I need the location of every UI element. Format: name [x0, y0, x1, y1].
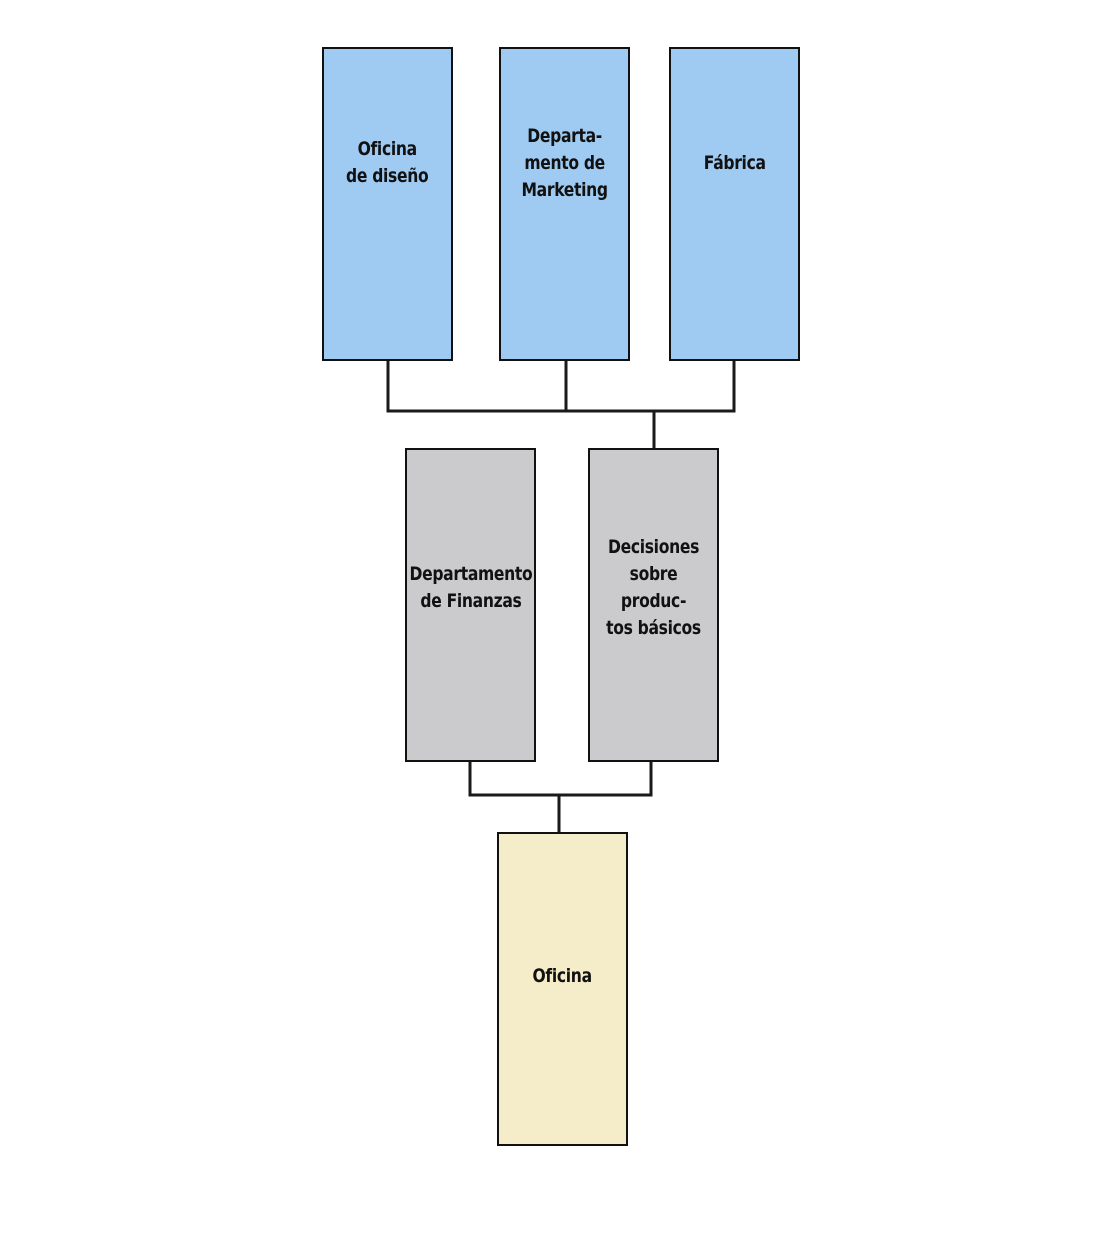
office-box: Oficina	[497, 832, 628, 1146]
design-office-box: Oficina de diseño	[322, 47, 453, 361]
factory-box: Fábrica	[669, 47, 800, 361]
marketing-department-label: Departa- mento de Marketing	[521, 124, 608, 201]
basic-product-decisions-box: Decisiones sobre produc- tos básicos	[588, 448, 719, 762]
finance-department-box: Departamento de Finanzas	[405, 448, 536, 762]
basic-product-decisions-label: Decisiones sobre produc- tos básicos	[606, 536, 701, 639]
design-office-label: Oficina de diseño	[346, 138, 429, 187]
marketing-department-box: Departa- mento de Marketing	[499, 47, 630, 361]
finance-department-label: Departamento de Finanzas	[409, 563, 532, 612]
office-label: Oficina	[532, 964, 593, 987]
factory-label: Fábrica	[703, 151, 766, 174]
